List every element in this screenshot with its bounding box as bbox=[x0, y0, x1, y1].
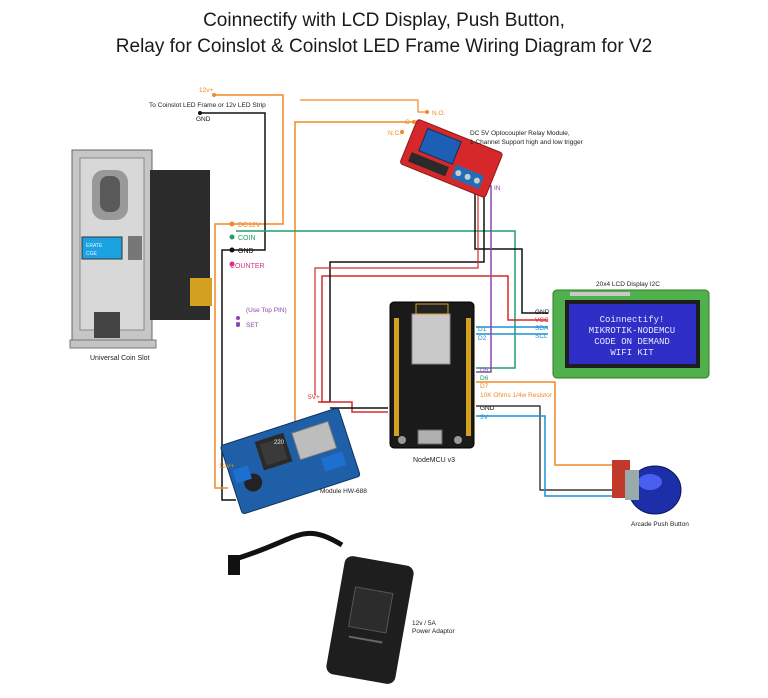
label-led-strip: To Coinslot LED Frame or 12v LED Strip bbox=[149, 102, 266, 109]
lcd-line3: CODE ON DEMAND bbox=[594, 337, 670, 347]
wire-relay-in bbox=[476, 185, 492, 373]
lcd-line1: Coinnectify! bbox=[600, 315, 665, 325]
buck-12v-label: 12V+ bbox=[219, 463, 235, 470]
mcu-pin-d7: D7 bbox=[480, 383, 489, 390]
wire-gnd-led bbox=[200, 112, 266, 251]
lcd-pin-scl: SCL bbox=[535, 333, 548, 340]
coin-slot-display-text1: ERATE bbox=[86, 243, 103, 249]
coin-pin-coin: COIN bbox=[238, 235, 256, 242]
wire-coin-dc12v bbox=[214, 223, 236, 489]
buck-5v-label: 5V+ bbox=[308, 394, 320, 401]
button-caption: Arcade Push Button bbox=[631, 521, 689, 528]
wire-relay-gnd bbox=[329, 185, 485, 402]
relay-in-label: IN bbox=[494, 185, 501, 192]
lcd-display bbox=[552, 289, 710, 379]
wire-12v-led bbox=[214, 94, 284, 225]
wire-5v bbox=[318, 401, 388, 413]
adaptor-label-line2: Power Adaptor bbox=[412, 628, 455, 635]
mcu-pin-d5: D5 bbox=[480, 367, 489, 374]
nodemcu-caption: NodeMCU v3 bbox=[413, 457, 455, 464]
coin-slot-caption: Universal Coin Slot bbox=[90, 355, 150, 362]
relay-no-label: N.O. bbox=[432, 110, 446, 117]
adaptor-label-line1: 12v / 5A bbox=[412, 620, 437, 627]
relay-module bbox=[400, 119, 503, 198]
buck-caption: Module HW-688 bbox=[320, 488, 367, 495]
wire-lcd-gnd bbox=[474, 183, 548, 314]
coin-slot: ERATE CGE bbox=[69, 149, 212, 349]
relay-nc-label: N.C. bbox=[388, 130, 401, 137]
nodemcu-board bbox=[389, 301, 475, 449]
lcd-pin-sda: SDA bbox=[535, 325, 549, 332]
buck-chip-label: 220 bbox=[274, 440, 285, 446]
coin-pin-counter: COUNTER bbox=[230, 263, 265, 270]
use-top-pin-note: (Use Top PIN) bbox=[246, 307, 287, 314]
coin-pin-dc12v: DC12V bbox=[238, 222, 261, 229]
coin-pin-set: SET bbox=[246, 322, 259, 329]
wire-coin-green bbox=[236, 230, 516, 369]
mcu-pin-d2: D2 bbox=[478, 335, 487, 342]
wire-3v bbox=[476, 415, 612, 497]
mcu-pin-d6: D6 bbox=[480, 375, 489, 382]
relay-title-line2: 1 Channel Support high and low trigger bbox=[470, 139, 584, 146]
lcd-line2: MIKROTIK-NODEMCU bbox=[589, 326, 675, 336]
resistor-label: 10K Ohms 1/4w Resistor bbox=[480, 392, 553, 399]
mcu-pin-3v: 3V bbox=[480, 414, 489, 421]
lcd-line4: WIFI KIT bbox=[610, 348, 654, 358]
buck-module bbox=[220, 407, 361, 515]
power-adaptor bbox=[228, 530, 414, 684]
lcd-caption: 20x4 LCD Display I2C bbox=[596, 281, 660, 288]
wire-coin-gnd bbox=[221, 249, 236, 501]
wire-relay-no bbox=[300, 99, 427, 113]
wire-d7 bbox=[476, 381, 612, 466]
diagram-title-line1: Coinnectify with LCD Display, Push Butto… bbox=[203, 10, 565, 31]
arcade-button bbox=[612, 460, 682, 515]
label-12v-top: 12v+ bbox=[199, 87, 213, 94]
wire-mcu-gnd bbox=[476, 405, 612, 491]
diagram-title-line2: Relay for Coinslot & Coinslot LED Frame … bbox=[115, 36, 653, 57]
label-gnd-top: GND bbox=[196, 116, 211, 123]
lcd-pin-gnd: GND bbox=[535, 309, 550, 316]
relay-c-label: C bbox=[405, 119, 410, 126]
coin-pin-gnd: GND bbox=[238, 248, 254, 255]
lcd-pin-vcc: VCC bbox=[535, 317, 549, 324]
mcu-pin-d1: D1 bbox=[478, 326, 487, 333]
coin-slot-display-text2: CGE bbox=[86, 251, 98, 257]
relay-title-line1: DC 5V Optocoupler Relay Module, bbox=[470, 130, 570, 137]
mcu-pin-gnd: GND bbox=[480, 405, 495, 412]
wire-relay-vcc bbox=[314, 185, 479, 395]
